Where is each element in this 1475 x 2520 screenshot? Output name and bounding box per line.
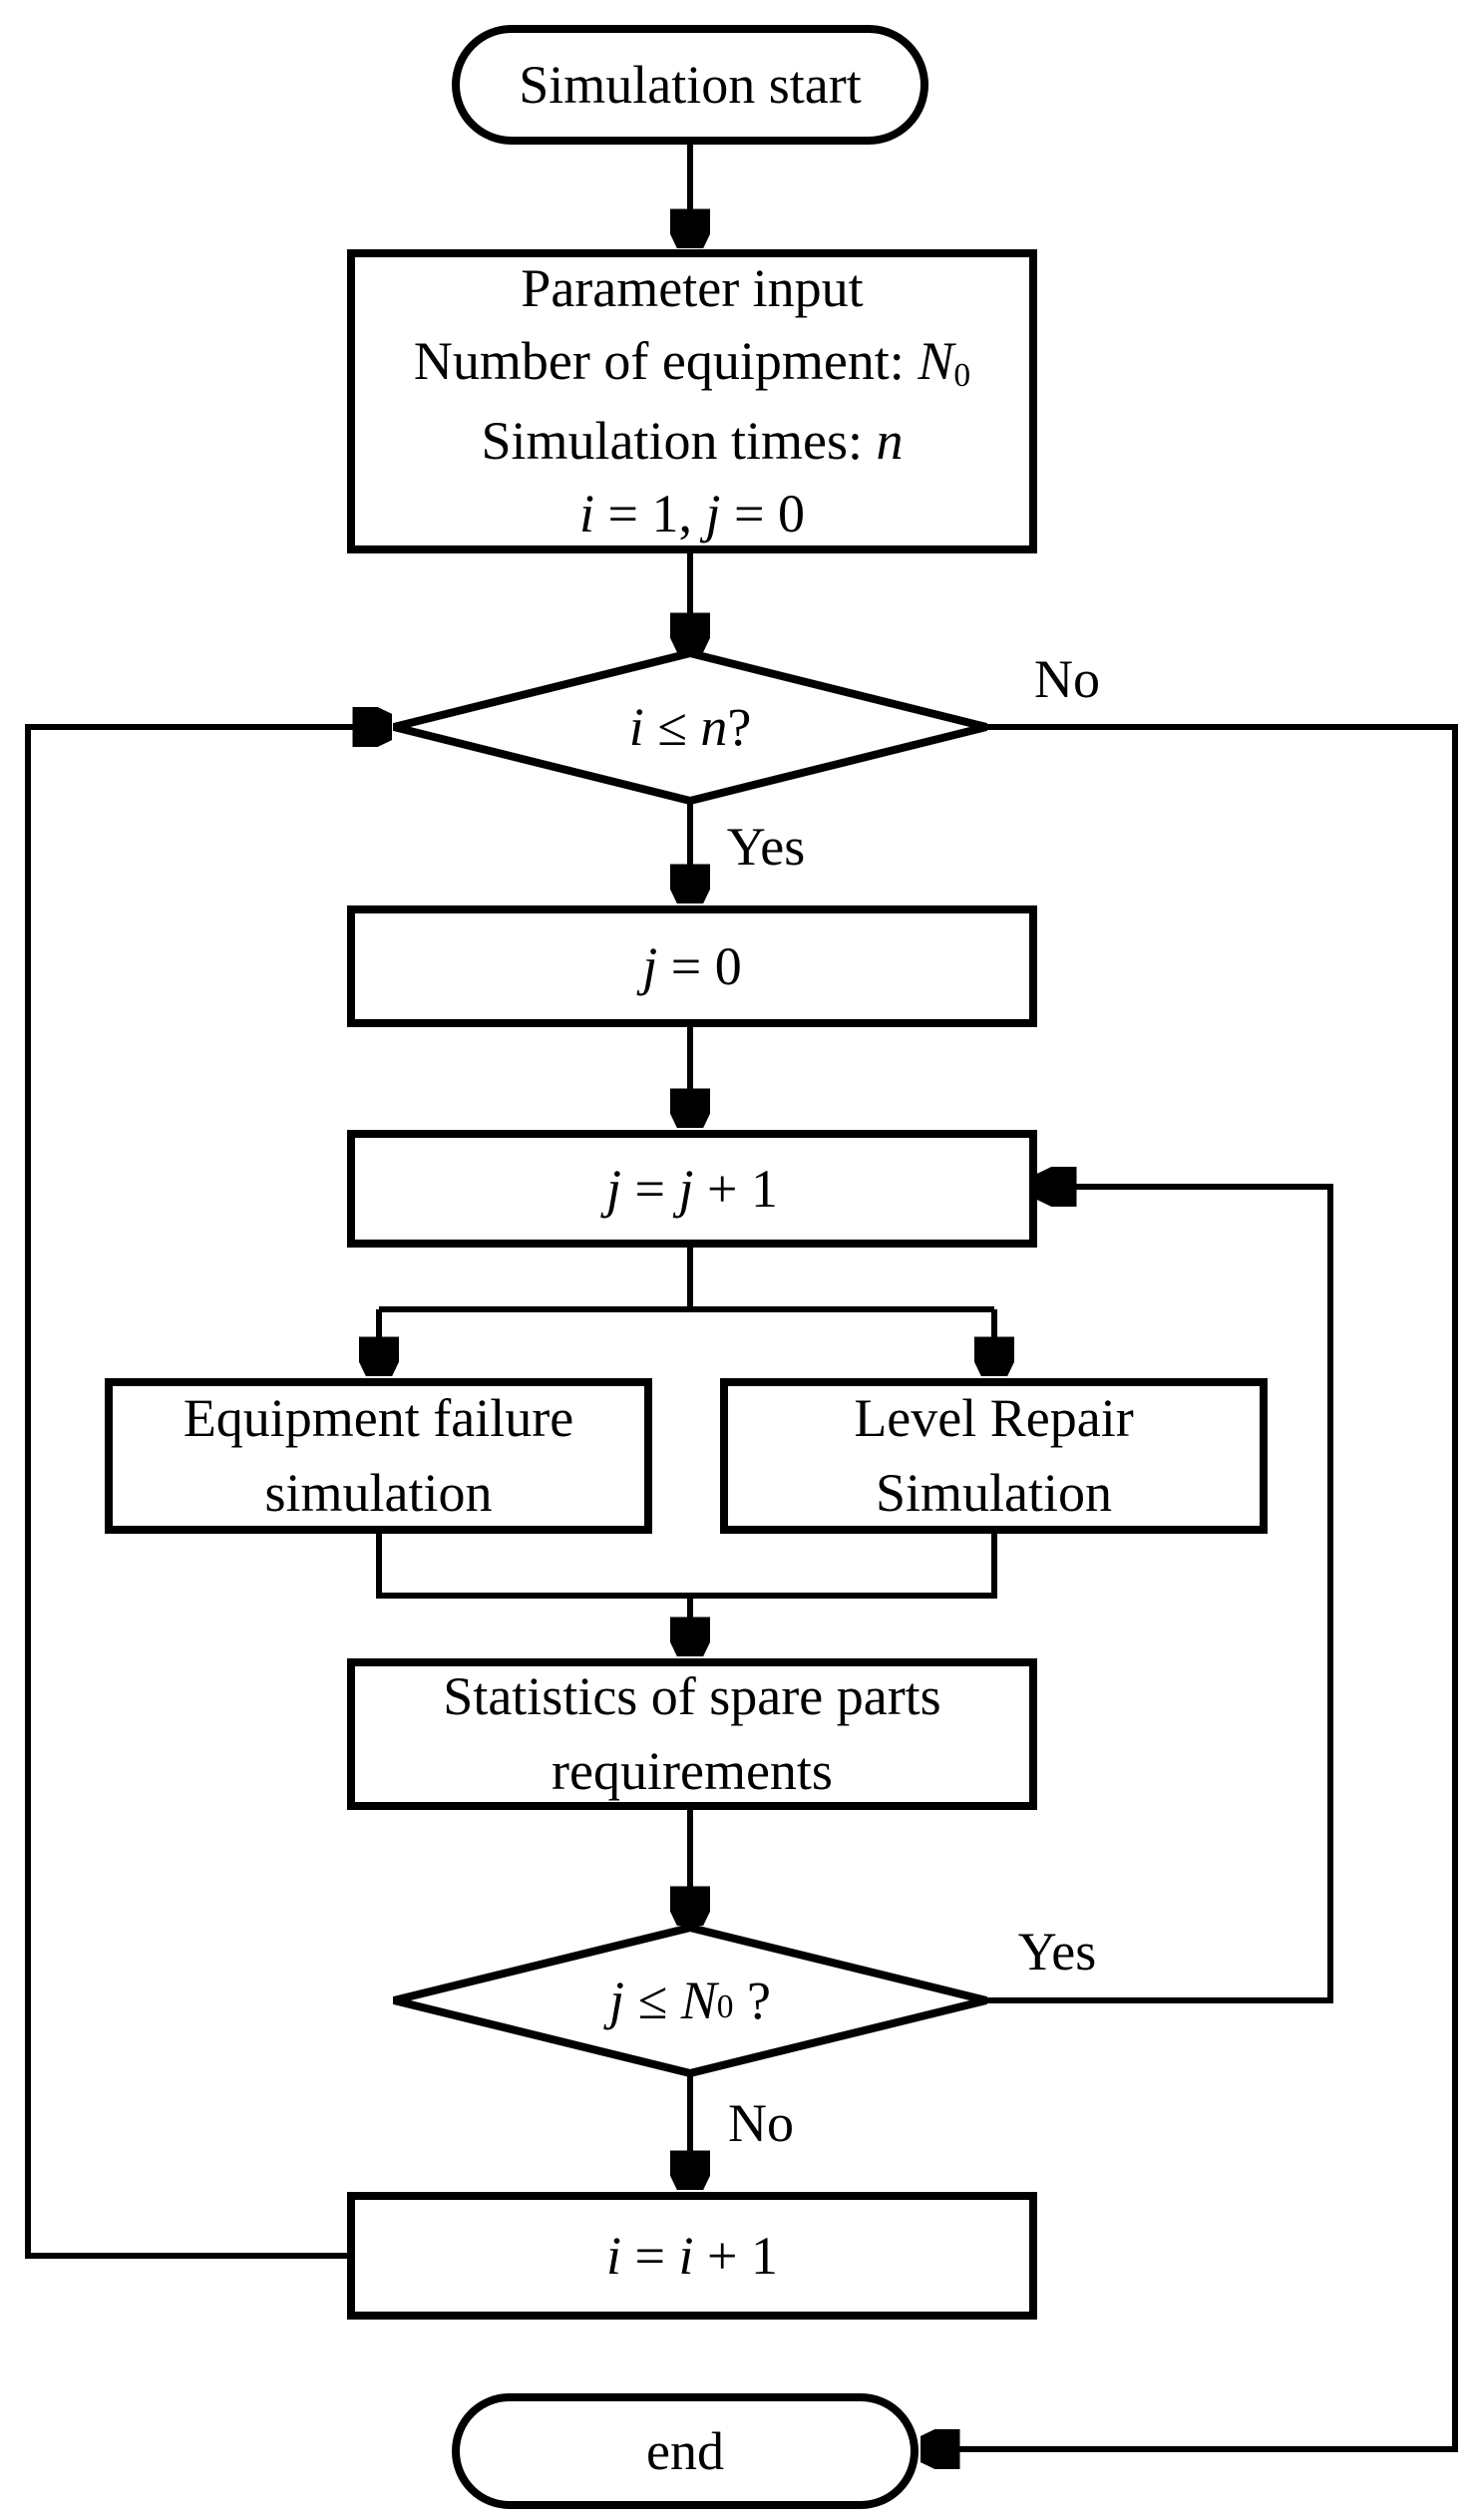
- decision-i-label: i ≤ n?: [628, 697, 752, 757]
- edge-decision-j-yes-loop: [982, 1187, 1333, 2003]
- level-repair-line1: Level Repair: [854, 1388, 1134, 1448]
- end-label: end: [646, 2420, 724, 2481]
- equipment-failure-node: Equipment failure simulation: [105, 1378, 652, 1534]
- level-repair-node: Level Repair Simulation: [720, 1378, 1268, 1534]
- decision-i-diamond: [393, 648, 987, 806]
- equipment-failure-line1: Equipment failure: [183, 1388, 574, 1448]
- parameter-input-line1: Parameter input: [521, 258, 864, 318]
- start-label: Simulation start: [519, 54, 862, 115]
- decision-i-yes-label: Yes: [726, 817, 806, 877]
- parameter-input-line3: Simulation times: n: [481, 411, 904, 471]
- set-j-zero-label: j = 0: [642, 935, 742, 996]
- increment-i-label: i = i + 1: [606, 2225, 778, 2286]
- increment-j-node: j = j + 1: [347, 1130, 1037, 1248]
- edge-decision-i-no-loop-to-end: [924, 724, 1458, 2449]
- decision-j-diamond: [393, 1923, 987, 2078]
- parameter-input-line4: i = 1, j = 0: [579, 484, 805, 543]
- increment-j-label: j = j + 1: [606, 1158, 778, 1219]
- start-node: Simulation start: [452, 25, 928, 145]
- increment-i-node: i = i + 1: [347, 2192, 1037, 2320]
- decision-j-no-label: No: [728, 2093, 794, 2153]
- statistics-line1: Statistics of spare parts: [443, 1666, 941, 1726]
- statistics-line2: requirements: [552, 1741, 833, 1801]
- decision-i-no-label: No: [1034, 649, 1100, 709]
- statistics-node: Statistics of spare parts requirements: [347, 1658, 1037, 1810]
- parameter-input-node: Parameter input Number of equipment: N0 …: [347, 249, 1037, 553]
- decision-j-yes-label: Yes: [1017, 1922, 1097, 1981]
- level-repair-line2: Simulation: [875, 1463, 1112, 1523]
- set-j-zero-node: j = 0: [347, 905, 1037, 1027]
- parameter-input-line2: Number of equipment: N0: [413, 331, 971, 395]
- end-node: end: [452, 2393, 919, 2509]
- equipment-failure-line2: simulation: [264, 1463, 493, 1523]
- edge-incrementi-loop-to-decision-i: [25, 727, 388, 2259]
